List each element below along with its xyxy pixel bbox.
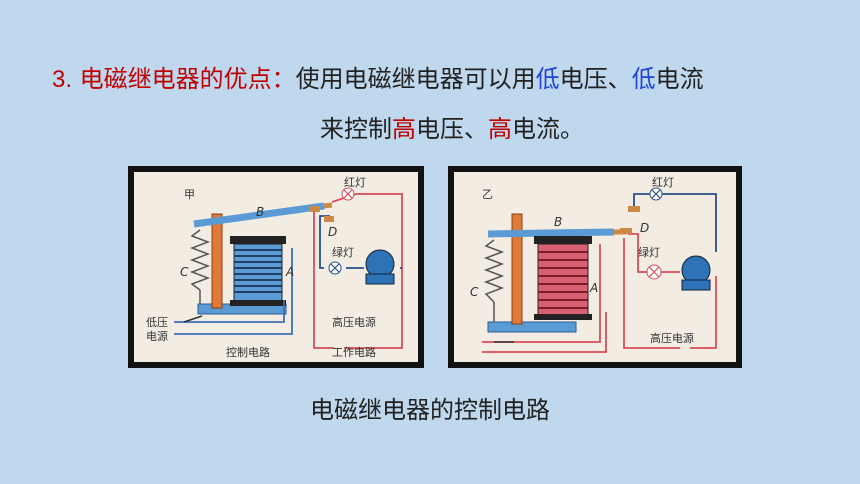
label-d: D	[328, 225, 337, 239]
relay-diagram-left: 甲 B C D A 红灯 绿灯 低压 电源 控制电路 高压电源 工作电路	[128, 166, 424, 368]
heading-line-2: 来控制高电压、高电流。	[320, 112, 584, 146]
mark-jia: 甲	[184, 188, 195, 201]
label-a: A	[589, 281, 598, 295]
label-b: B	[256, 205, 264, 219]
relay-diagram-right: 乙 B C D A 红灯 绿灯 高压电源	[448, 166, 742, 368]
highlight-high: 高	[488, 115, 512, 143]
figure-caption: 电磁继电器的控制电路	[310, 396, 550, 424]
highlight-high: 高	[392, 115, 416, 143]
text-part: 电压、	[559, 65, 632, 93]
section-label: 电磁继电器的优点：	[79, 65, 296, 93]
relay-diagram-right-svg: 乙 B C D A 红灯 绿灯 高压电源	[454, 172, 736, 362]
mark-yi: 乙	[482, 188, 493, 201]
section-number: 3.	[52, 66, 73, 93]
label-c: C	[470, 285, 479, 299]
label-red-lamp: 红灯	[652, 176, 674, 189]
label-b: B	[554, 215, 562, 229]
label-green-lamp: 绿灯	[638, 245, 660, 259]
text-part: 电压、	[416, 115, 488, 143]
text-part: 电流。	[512, 115, 584, 143]
text-part: 来控制	[320, 115, 392, 143]
label-high-voltage: 高压电源	[650, 331, 694, 345]
text-part: 电流	[655, 65, 704, 93]
text-part: 使用电磁继电器可以用	[295, 65, 536, 93]
highlight-low: 低	[631, 65, 656, 93]
label-c: C	[180, 265, 189, 279]
label-red-lamp: 红灯	[344, 176, 366, 189]
label-a: A	[285, 265, 294, 279]
label-high-voltage: 高压电源	[332, 315, 376, 329]
label-control-circuit: 控制电路	[226, 345, 270, 359]
heading-line-1: 3. 电磁继电器的优点：使用电磁继电器可以用低电压、低电流	[52, 62, 704, 97]
label-green-lamp: 绿灯	[332, 245, 354, 259]
label-power-source: 电源	[146, 329, 168, 343]
highlight-low: 低	[535, 65, 560, 93]
label-low-voltage: 低压	[146, 316, 168, 329]
label-d: D	[640, 221, 649, 235]
relay-diagram-left-svg: 甲 B C D A 红灯 绿灯 低压 电源 控制电路 高压电源 工作电路	[134, 172, 418, 362]
label-work-circuit: 工作电路	[332, 346, 376, 359]
